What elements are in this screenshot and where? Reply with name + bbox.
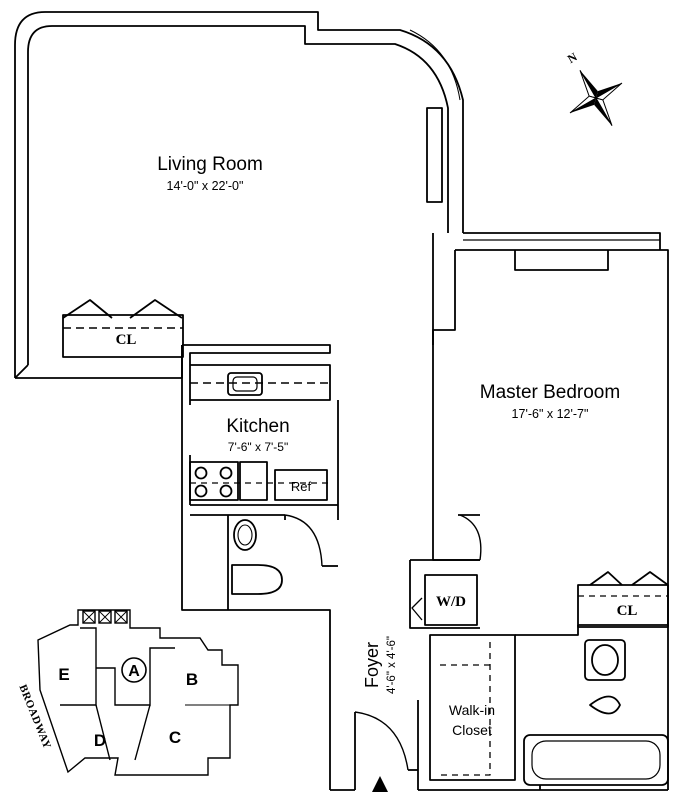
compass-north-label: N [565,49,580,66]
master-bedroom-title: Master Bedroom [480,382,620,403]
bathroom-2 [515,625,669,790]
walk-in-closet-label-1: Walk-in [449,702,495,718]
entry-arrow-icon [372,776,388,792]
kitchen-sink [227,372,263,396]
living-closet [62,299,184,358]
key-plan-vents [82,610,128,624]
foyer-door [330,700,668,791]
key-plan-unit-d: D [94,731,106,750]
key-plan-unit-e: E [58,665,69,684]
key-plan-unit-a: A [128,663,140,680]
living-room-dims: 14'-0" x 22'-0" [167,179,244,193]
walk-in-closet [429,634,516,781]
washer-dryer [409,559,480,629]
key-plan-highlight [121,657,147,683]
kitchen-walls [181,344,339,790]
kitchen-stove [189,461,239,501]
refrigerator-label: Ref [291,479,312,494]
bedroom-closet-label: CL [617,603,638,619]
foyer-dims: 4'-6" x 4'-6" [386,636,398,694]
compass-rose-icon [569,70,623,126]
living-room-walls [14,11,464,379]
refrigerator [274,469,328,501]
key-plan [37,609,239,776]
bathroom-1 [227,514,338,610]
kitchen-counter [239,461,268,501]
walk-in-closet-label-2: Closet [452,722,492,738]
living-room-title: Living Room [157,154,263,175]
bedroom-closet [577,571,669,628]
living-closet-label: CL [116,332,137,348]
master-bedroom-dims: 17'-6" x 12'-7" [512,407,589,421]
key-plan-unit-b: B [186,670,198,689]
key-plan-street-label: BROADWAY [16,683,53,751]
washer-dryer-label: W/D [436,594,466,610]
foyer-title: Foyer [362,642,382,688]
key-plan-unit-c: C [169,728,181,747]
kitchen-title: Kitchen [226,416,289,437]
kitchen-dims: 7'-6" x 7'-5" [228,440,288,454]
